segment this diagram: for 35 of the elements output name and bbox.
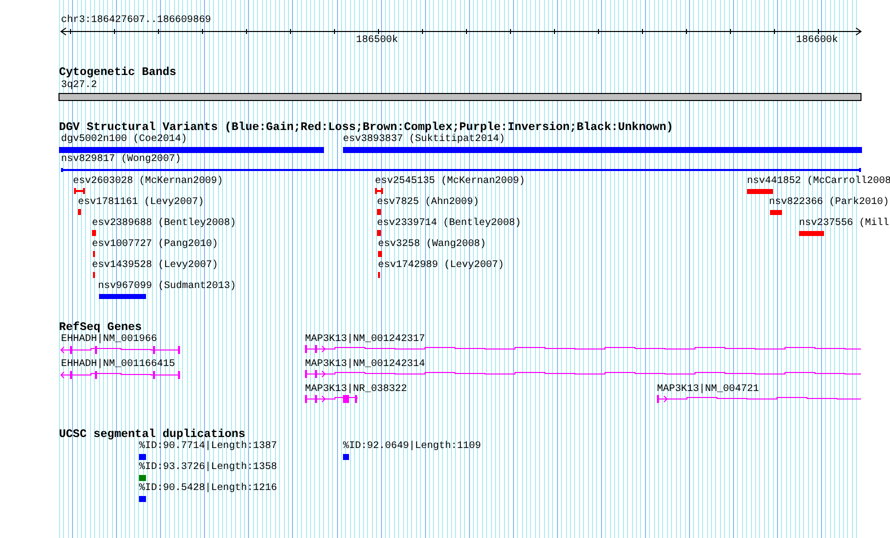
feature-label: MAP3K13|NM_001242317 [305, 334, 426, 346]
feature-label: esv1781161 (Levy2007) [78, 197, 204, 209]
feature-label: MAP3K13|NR_038322 [305, 384, 408, 396]
tick-label: 186500k [356, 35, 398, 47]
feature-label: esv3258 (Wang2008) [378, 239, 486, 251]
feature-label: dgv5002n100 (Coe2014) [61, 134, 188, 146]
tick-label: 186600k [796, 35, 838, 47]
band-label: 3q27.2 [61, 80, 98, 92]
feature-label: esv1742989 (Levy2007) [378, 260, 504, 272]
track-title: RefSeq Genes [59, 321, 142, 334]
track-title: DGV Structural Variants (Blue:Gain;Red:Loss;Brown:Complex;Purple:Inversion;Black:Unknown) [59, 121, 674, 134]
feature-label: nsv829817 (Wong2007) [61, 154, 182, 166]
feature-label: esv3893837 (Suktitipat2014) [343, 134, 506, 146]
feature-label: %ID:90.7714|Length:1387 [139, 441, 278, 453]
feature-label: EHHADH|NM_001966 [61, 334, 158, 346]
feature-label: MAP3K13|NM_001242314 [305, 359, 426, 371]
feature-label: MAP3K13|NM_004721 [657, 384, 760, 396]
feature-label: nsv237556 (Mill [799, 218, 890, 230]
feature-label: esv2389688 (Bentley2008) [92, 218, 236, 230]
coordinate-label: chr3:186427607..186609869 [61, 15, 212, 27]
feature-label: esv7825 (Ahn2009) [377, 197, 480, 209]
feature-label: nsv822366 (Park2010) [769, 197, 890, 209]
track-title: UCSC segmental duplications [59, 428, 246, 441]
feature-label: %ID:90.5428|Length:1216 [139, 483, 278, 495]
feature-label: nsv441852 (McCarroll2008 [747, 176, 890, 188]
feature-label: esv2339714 (Bentley2008) [377, 218, 522, 230]
feature-label: nsv967099 (Sudmant2013) [98, 281, 236, 293]
feature-label: esv2545135 (McKernan2009) [375, 176, 526, 188]
track-title: Cytogenetic Bands [59, 66, 176, 79]
feature-label: EHHADH|NM_001166415 [61, 359, 176, 371]
feature-label: %ID:92.0649|Length:1109 [343, 441, 482, 453]
feature-label: esv1439528 (Levy2007) [92, 260, 218, 272]
feature-label: esv2603028 (McKernan2009) [73, 176, 224, 188]
feature-label: %ID:93.3726|Length:1358 [139, 462, 278, 474]
feature-label: esv1007727 (Pang2010) [92, 239, 218, 251]
